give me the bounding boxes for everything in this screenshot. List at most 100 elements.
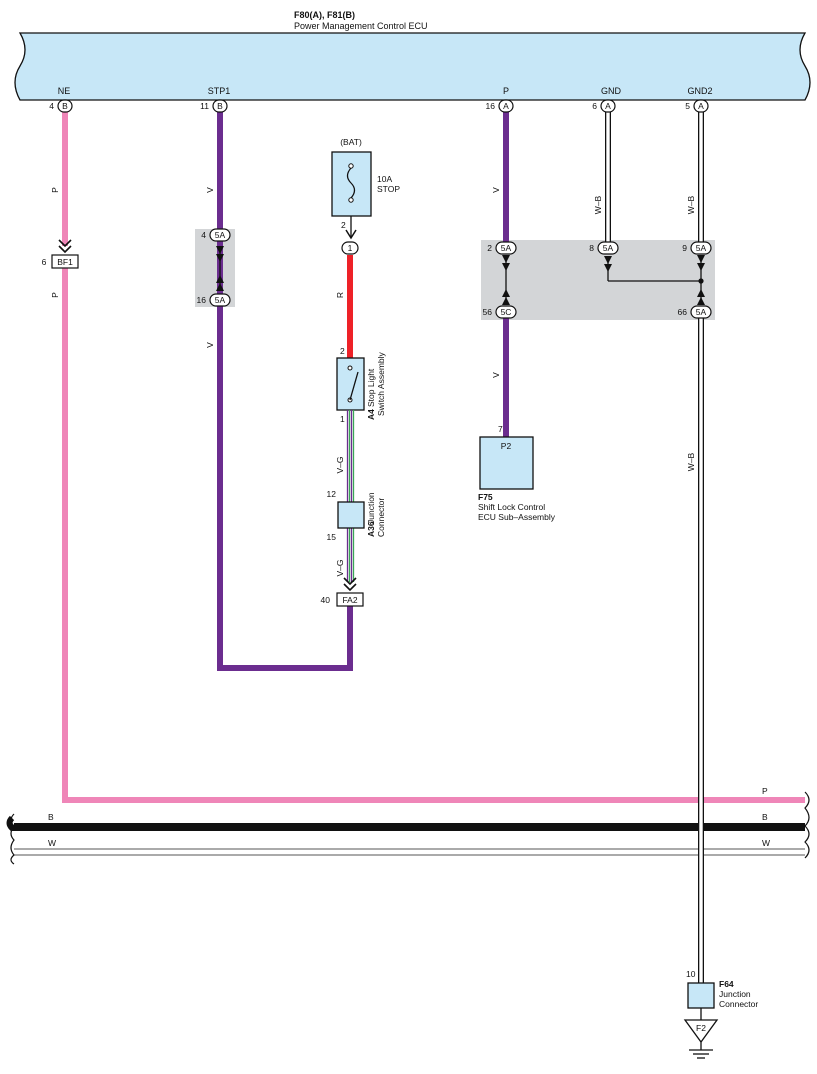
ecu-box [14,32,811,101]
bus-label-w-left: W [48,838,56,848]
pin-conn-gnd: A [605,101,611,111]
fuse-pin: 2 [341,220,346,230]
terminal-gnd-top [597,241,619,255]
ecu-pin-terminal-p [498,99,514,113]
bus-label-b-left: B [48,812,54,822]
stop-light-switch [336,357,365,411]
ecu-id: F80(A), F81(B) [294,10,355,20]
f64-id: F64 [719,979,734,989]
bus-label-b-right: B [762,812,768,822]
pin-label-ne: NE [58,86,71,96]
wire-label-vg-2: V–G [335,559,345,576]
switch-pin-bot: 1 [340,414,345,424]
a36-pin-bot: 15 [327,532,337,542]
stp1-bot-pin: 16 [197,295,207,305]
shift-lock-ecu-box [479,436,534,490]
wire-label-p-v-1: V [491,187,501,193]
pin-label-stp1: STP1 [208,86,231,96]
f64-pin: 10 [686,969,696,979]
fuse-rating: 10A [377,174,392,184]
shift-lock-pin: 7 [498,424,503,434]
terminal-stp1-top [209,228,231,242]
p-top-pin: 2 [487,243,492,253]
gnd2-top-pin: 9 [682,243,687,253]
a36-pin-top: 12 [327,489,337,499]
f64-name-2: Connector [719,999,758,1009]
pin-conn-stp1: B [217,101,223,111]
wire-vg [346,410,355,582]
pin-label-p: P [503,86,509,96]
shift-lock-name-1: Shift Lock Control [478,502,545,512]
stp1-top-pin: 4 [201,230,206,240]
junction-f64 [687,982,715,1009]
switch-id: A4 [366,409,376,420]
ground-code: F2 [696,1023,706,1033]
p-bot-code: 5C [501,307,512,317]
bf1-code: BF1 [57,257,73,267]
pin-conn-ne: B [62,101,68,111]
ecu-pin-terminal-stp1 [212,99,228,113]
terminal-gnd2-bottom [690,305,712,319]
wire-label-gnd-wb: W–B [593,195,603,214]
switch-pin-top: 2 [340,346,345,356]
gnd-top-code: 5A [603,243,614,253]
gnd2-bot-code: 5A [696,307,707,317]
gnd2-bot-pin: 66 [678,307,688,317]
junction-block-right [481,240,715,320]
bus-label-p-right: P [762,786,768,796]
ecu-pin-terminal-gnd [600,99,616,113]
ecu-pin-terminal-ne [57,99,73,113]
wire-label-p-v-2: V [491,372,501,378]
terminal-fuse-conn [341,241,359,255]
pin-num-gnd: 6 [592,101,597,111]
terminal-p-top [495,241,517,255]
bf1-pin: 6 [42,257,47,267]
wire-ne-pink [62,112,805,803]
ecu-name: Power Management Control ECU [294,21,428,31]
wire-label-gnd2-wb-2: W–B [686,452,696,471]
fuse-conn-pin: 1 [348,243,353,253]
junction-arrows-stp1 [216,246,224,291]
switch-name-2: Switch Assembly [376,351,386,416]
ecu-pin-terminal-gnd2 [693,99,709,113]
a36-name-2: Connector [376,498,386,537]
ground-icon [683,1008,719,1059]
wire-p-violet [502,112,510,437]
wire-label-ne-p-1: P [50,187,60,193]
shift-lock-name-2: ECU Sub–Assembly [478,512,556,522]
wire-label-ne-p-2: P [50,292,60,298]
wire-label-r: R [335,292,345,298]
fuse-name: STOP [377,184,400,194]
pin-label-gnd: GND [601,86,622,96]
pin-num-p: 16 [486,101,496,111]
pin-num-gnd2: 5 [685,101,690,111]
connector-bf1 [51,239,79,269]
terminal-stp1-bottom [209,293,231,307]
wire-label-stp1-v-1: V [205,187,215,193]
wire-label-vg-1: V–G [335,456,345,473]
pin-conn-gnd2: A [698,101,704,111]
connector-fa2 [336,577,364,607]
fuse-source: (BAT) [340,137,362,147]
p-bot-pin: 56 [483,307,493,317]
f64-name-1: Junction [719,989,751,999]
bus-label-w-right: W [762,838,770,848]
fuse-stop [331,151,372,240]
fa2-code: FA2 [342,595,357,605]
wire-gnd2-wb [697,112,705,983]
wire-label-stp1-v-2: V [205,342,215,348]
wire-stp1-violet [217,112,353,671]
junction-a36 [337,501,365,529]
switch-name-1: Stop Light [366,368,376,407]
a36-id: A36 [366,521,376,537]
pin-conn-p: A [503,101,509,111]
wire-label-gnd2-wb-1: W–B [686,195,696,214]
a36-name-1: Junction [366,492,376,524]
gnd-top-pin: 8 [589,243,594,253]
bus-lines [6,791,810,865]
terminal-p-bottom [495,305,517,319]
shift-lock-term: P2 [501,441,512,451]
stp1-top-code: 5A [215,230,226,240]
stp1-bot-code: 5A [215,295,226,305]
